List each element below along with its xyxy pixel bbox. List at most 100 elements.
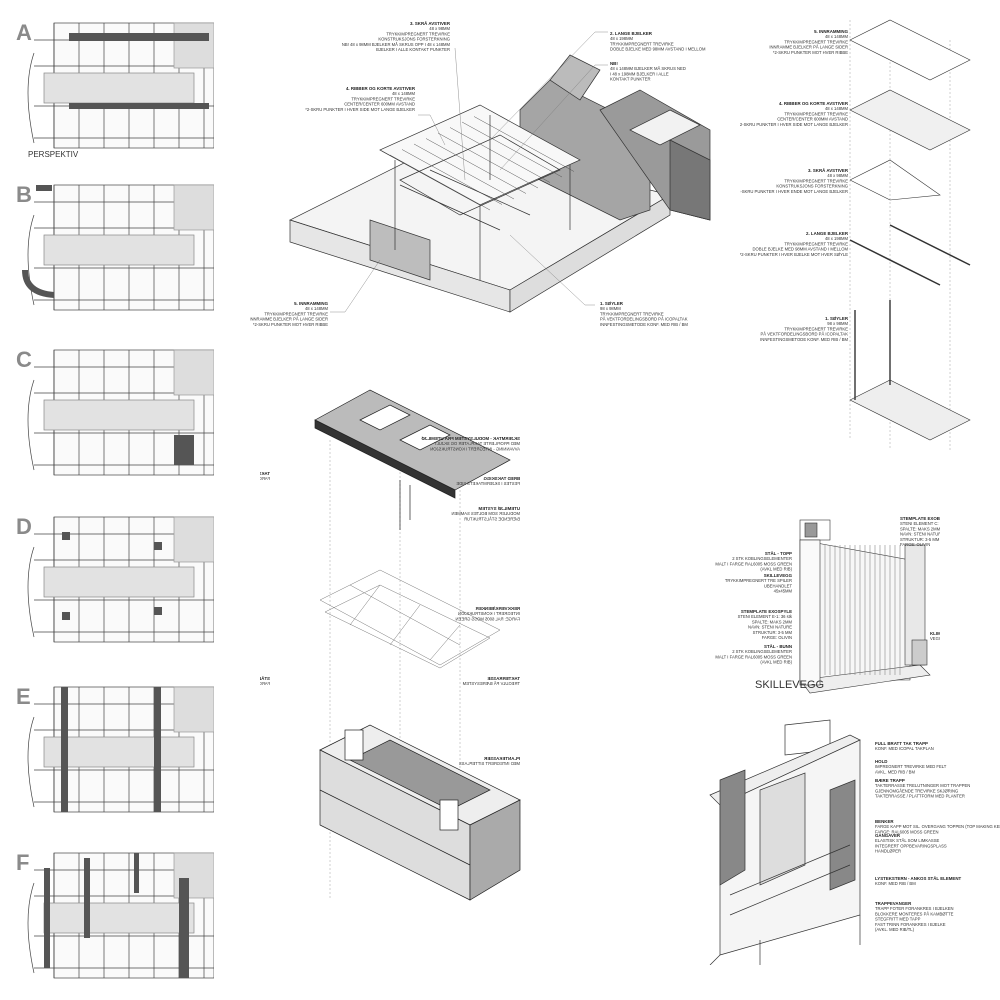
annotation-line: TRYKKIMPREGNERT TREVIRKE: [784, 326, 848, 331]
annotation-title: 1. SØYLER: [600, 301, 624, 306]
annotation-line: CENTER/CENTER 600MM AVSTAND: [777, 117, 848, 122]
annotation-line: KONF. MED ICOPAL TAKPLAN: [875, 746, 934, 751]
annotation-line: TRAPP FOTER FORANKRES I BJELKEN: [875, 906, 954, 911]
annotation-line: 98 x 98MM: [600, 306, 621, 311]
annotation-line: *2-SKRU PUNKTER MOT HVER RIBBE: [773, 50, 848, 55]
annotation-title: SKJERMTAK - MODULSYSTEM FRA UTEMILJØ: [421, 436, 520, 441]
annotation-line: 48 x 148MM: [825, 34, 849, 39]
annotation-line: MED INTEGRERT SITTEPLASS: [459, 761, 520, 766]
annotation-title: REKKVERK/BENKER: [475, 606, 520, 611]
annotation-title: STEMPLATE EXOSPYLE: [741, 609, 792, 614]
annotation-title: BRED TAKSKIGG: [483, 476, 520, 481]
annotation-line: FARGE: RAL 6005 MOSS GREEN: [260, 476, 270, 481]
annotation-line: HANDLØPER: [875, 849, 901, 854]
annotation-label: STÅLRAMMEFARGE: RAL 6005 MOSS GREEN: [260, 676, 270, 686]
layer-lange-bjelker: [849, 239, 941, 286]
annotation-line: 48 x 198MM: [610, 36, 634, 41]
annotation-line: UBEHANDLET: [764, 583, 793, 588]
roof-frame: [379, 104, 581, 280]
annotation-title: NB!: [610, 61, 618, 66]
annotation-title: LYSTEKSTERN - ANKOS STÅL ELEMENT: [875, 876, 962, 881]
panel-letter: E: [16, 684, 31, 709]
annotation-line: 48 x 198MM: [825, 236, 849, 241]
layer-soyler-base: [849, 379, 971, 441]
annotation-line: TRYKKIMPREGNERT TREVIRKE: [351, 96, 415, 101]
annotation-line: SPALTE: MAKS 2MM: [900, 526, 940, 531]
panel-letter: F: [16, 850, 30, 875]
annotation-line: BLOKKERE MONTERES PÅ KAMBØTTE: [875, 911, 954, 916]
annotation-title: 3. SKRÅ AVSTIVER: [808, 168, 849, 173]
annotation-line: IMPREGNERT TREVIRKE MED FELT: [875, 764, 947, 769]
highlighted-element: [44, 853, 189, 978]
annotation-line: *2-SKRU PUNKTER I HVER SIDE MOT LANGE BJ…: [305, 107, 415, 112]
annotation-line: FESTES I SKJERMTAKETS SIDE: [456, 481, 520, 486]
annotation-line: STEGFRITT MED TAPP: [875, 917, 921, 922]
annotation-title: 1. SØYLER: [825, 316, 849, 321]
annotation-title: GANGAVER: [875, 833, 901, 838]
layer-innramming: [849, 19, 971, 81]
annotation-line: PÅ VEKTFORDELINGSBORD PÅ ICOPALTAK: [761, 332, 849, 337]
panel-letter: C: [16, 347, 32, 372]
annotation-line: TREGULV PÅ BÆRESYSTEM: [462, 681, 520, 686]
annotation-line: (AVKL MED RIB): [760, 567, 792, 572]
annotation-line: TRYKKIMPREGNERT TREVIRKE: [784, 39, 848, 44]
annotation-line: KONSTRUKSJONS FORSTERKNING: [776, 184, 848, 189]
annotation-title: 3. SKRÅ AVSTIVER: [410, 21, 451, 26]
annotation-title: PLANTEKASSER: [483, 756, 520, 761]
annotation-line: *2-SKRU PUNKTER I HVER BJELKE MOT HVER S…: [740, 252, 848, 257]
facade-variant-panel: [22, 184, 214, 311]
annotation-line: FARGE: RAL6005 MOSS GREEN: [875, 829, 939, 834]
partition-wall: [799, 519, 931, 694]
skillevegg-detail: SKILLEVEGG STEMPLATE EXOBJELKESTENI ELEM…: [715, 516, 940, 694]
annotation-line: MODULER SOM BOLTES SAMMEN: [451, 511, 520, 516]
annotation-line: KONF. MED RIB / BM: [875, 881, 916, 886]
annotation-line: SPALTE: MAKS 2MM: [752, 619, 793, 624]
annotation-line: FARGE: OLIVIN: [900, 542, 930, 547]
layer-ribber: [849, 89, 971, 151]
annotation-line: STRUKTUR: 3-5 MM: [753, 630, 793, 635]
annotation-line: BÆRENDE STÅLSTRUKTUR: [464, 516, 520, 521]
annotation-title: STÅLRAMME: [260, 676, 270, 681]
facade-variant-panel: [27, 686, 214, 813]
annotation-title: SKILLEVEGG: [764, 573, 793, 578]
annotation-line: STENI ELEMENT E-1: 36 stk: [738, 614, 793, 619]
annotation-line: FARGE: RAL 6005 MOSS GREEN: [260, 681, 270, 686]
annotation-title: 5. INNRAMMING: [814, 29, 848, 34]
annotation-title: UTEMILJØ SYSTEM: [478, 506, 520, 511]
stair-platform: [709, 719, 861, 965]
annotation-title: TAKSTEIN RUNDT SKJERMTAKET: [260, 471, 270, 476]
canopy-roof: [314, 389, 511, 530]
annotation-line: TRYKKIMPREGNERT TRE SPILER: [725, 578, 792, 583]
annotation-title: BÆRE TRAPP: [875, 778, 905, 783]
facade-variant-panel: [27, 22, 214, 149]
annotation-line: AVVANNING - INTEGRERT I KONSTRUKSJON: [430, 446, 520, 451]
annotation-line: TAKTERRASSE TRELUTNINGER MOT TRAPPEN: [875, 783, 970, 788]
annotation-line: 48 x 148MM: [392, 91, 416, 96]
annotation-title: 4. RIBBER OG KORTE AVSTIVER: [779, 101, 849, 106]
facade-variant-panel: [27, 349, 214, 476]
highlighted-element: [174, 435, 194, 465]
annotation-line: I 48 x 198MM BJELKER I ALLE: [610, 71, 669, 76]
annotation-line: 48 x 98MM: [827, 173, 848, 178]
annotation-line: FARGE: RAL 6005 MOSS GREEN: [455, 616, 520, 621]
annotation-line: KONSTRUKSJONS FORSTERKNING: [378, 37, 450, 42]
annotation-line: 48 x 148MM: [825, 106, 849, 111]
facade-variant-panel: [27, 852, 214, 979]
annotation-line: *2-SKRU PUNKTER MOT HVER RIBBE: [253, 322, 328, 327]
facade-variant-panel: [27, 516, 214, 643]
annotation-line: FAST TRINN FORANKRES I BJELKE: [875, 922, 946, 927]
